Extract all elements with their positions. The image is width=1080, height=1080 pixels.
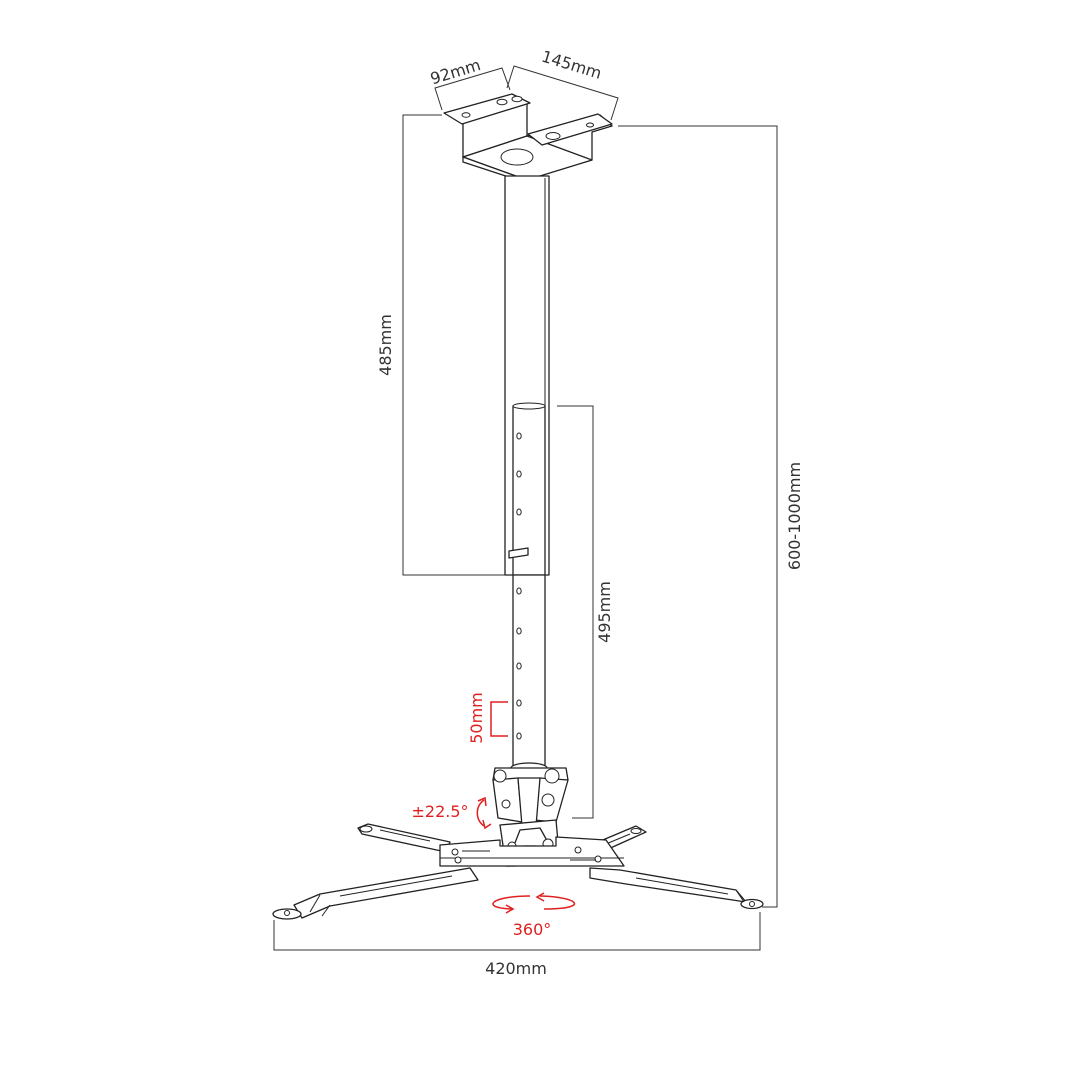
dim-line-495mm [557,405,594,819]
dim-line-420mm [273,912,761,951]
label-total-height: 600-1000mm [785,462,804,570]
label-50mm: 50mm [467,692,486,744]
cross-base [272,823,764,920]
dim-line-92mm [434,67,511,111]
accent-marks [476,701,576,914]
label-rotation: 360° [513,920,552,939]
rotation-arrow-right-icon [539,895,576,910]
dim-bracket-50mm [490,701,508,737]
label-tilt: ±22.5° [411,802,468,821]
label-92mm: 92mm [428,55,483,88]
ceiling-bracket [443,93,613,184]
label-495mm: 495mm [595,581,614,643]
label-145mm: 145mm [539,47,604,83]
lower-tube [508,402,546,767]
rotation-arrow-left-icon [492,895,531,910]
dim-line-total-height [618,125,778,908]
adjustment-holes [516,432,522,740]
label-420mm: 420mm [485,959,547,978]
dim-line-145mm [506,65,619,121]
tilt-arrow-icon [476,799,485,827]
dimension-lines [273,65,778,951]
dim-line-485mm [402,114,505,576]
label-485mm: 485mm [376,314,395,376]
